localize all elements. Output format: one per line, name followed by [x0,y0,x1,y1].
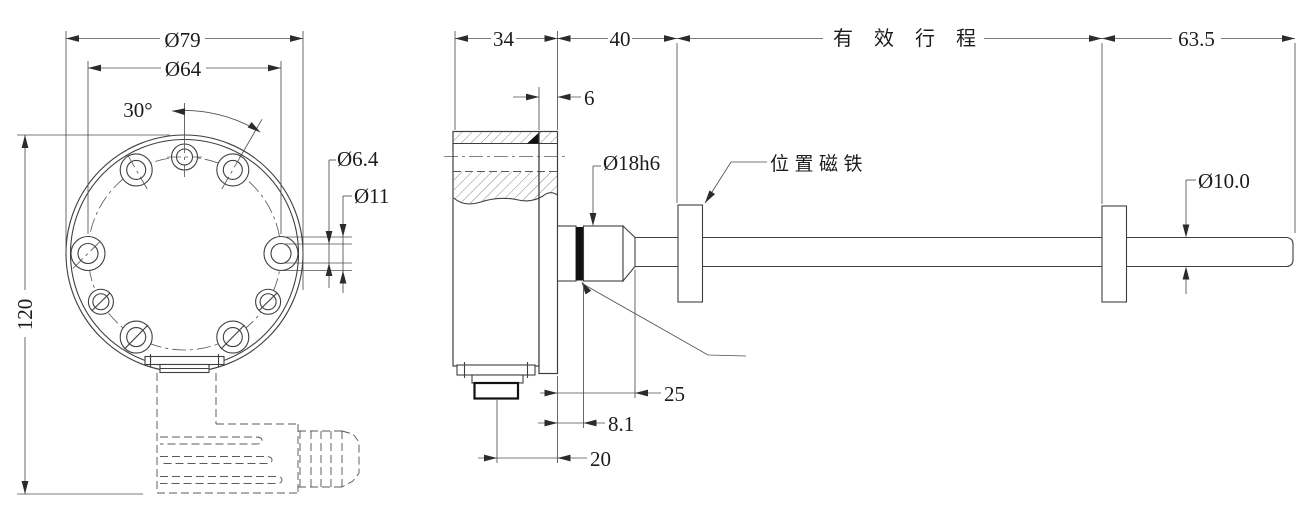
dim-counterbore-diameter: Ø11 [354,184,389,208]
dim-boss-diameter: Ø18h6 [603,151,660,175]
dim-overall-height: 120 [13,299,37,331]
dim-boss-length: 25 [664,382,685,406]
dim-seal-offset: 8.1 [608,412,634,436]
position-magnet-end [1101,205,1128,303]
position-magnet [677,204,704,303]
dim-connector-offset: 20 [590,447,611,471]
bolt-circle [87,156,282,351]
label-effective-stroke: 有效行程 [833,27,997,50]
mounting-flange [538,130,559,375]
dim-outer-diameter: Ø79 [164,28,200,52]
rod-end [1286,236,1294,268]
bottom-connector [456,362,536,400]
cable-connector-hidden [156,373,360,494]
dim-hole-angle-group: 30° [123,98,263,159]
dim-bottom-group: 25 8.1 20 [478,270,685,471]
dim-null-zone: 40 [610,27,631,51]
label-position-magnet-group: 位置磁铁 [702,153,868,205]
side-view: 34 40 有效行程 63.5 6 Ø18h6 位置磁铁 [444,27,1296,471]
strain-relief-slot [160,436,263,445]
section-solid-wedge [527,132,539,144]
dim-overall-height-group: 120 [13,134,170,495]
connector-plug [473,381,520,400]
strain-relief-slot [160,476,283,484]
dim-flange-thickness: 6 [584,86,595,110]
front-view: Ø79 Ø64 30° [13,28,389,495]
dim-flange-thickness-group: 6 [513,86,595,130]
dim-rod-diameter-group: Ø10.0 [1182,169,1250,294]
dim-hole-angle: 30° [123,98,152,122]
boss-taper [622,224,636,283]
dim-bolt-circle-group: Ø64 [87,57,282,234]
strain-relief-slot [160,456,273,464]
gland-cap [341,430,360,488]
dim-chain-top: 34 40 有效行程 63.5 [454,27,1296,233]
label-position-magnet: 位置磁铁 [770,153,868,175]
dim-rod-diameter: Ø10.0 [1198,169,1250,193]
sensor-boss [582,225,624,282]
seal-ring [576,227,584,281]
section-hatch-top [453,132,557,144]
dim-body-length: 34 [493,27,515,51]
section-hatch-lower [453,171,558,204]
bolt-holes [70,139,299,354]
dim-boss-diameter-group: Ø18h6 [589,151,660,226]
front-neck-steps [144,354,225,374]
dim-bolt-circle-diameter: Ø64 [165,57,202,81]
dim-hole-callouts: Ø6.4 Ø11 [283,147,389,293]
rod-assembly [556,204,1294,303]
seal-leader [578,279,747,357]
break-line [453,192,558,205]
dim-hole-diameter: Ø6.4 [337,147,379,171]
dim-end-dead-zone: 63.5 [1178,27,1215,51]
sensor-body [452,130,540,367]
dim-outer-diameter-group: Ø79 [65,28,304,290]
